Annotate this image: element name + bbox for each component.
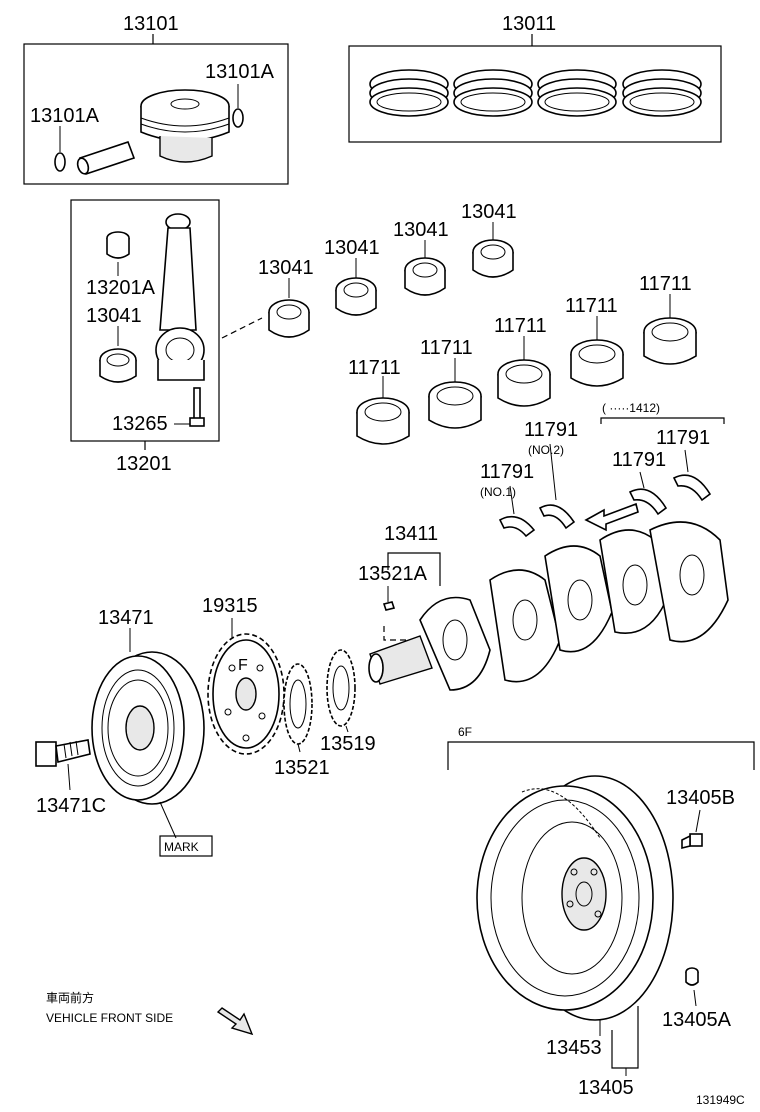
label-11711-c: 11711 — [494, 315, 547, 337]
label-11711-b: 11711 — [420, 337, 473, 359]
timing-gear[interactable] — [207, 618, 285, 755]
label-13471: 13471 — [98, 607, 154, 629]
label-13101a-left: 13101A — [30, 105, 100, 127]
crankshaft-pulley[interactable] — [91, 628, 205, 839]
rod-bushing[interactable] — [106, 231, 130, 259]
label-no2: (NO.2) — [528, 443, 564, 457]
thrust-washer-no1[interactable] — [498, 515, 536, 538]
label-13521a: 13521A — [358, 563, 428, 585]
label-13041-d: 13041 — [461, 201, 517, 223]
connecting-rod[interactable] — [155, 213, 205, 381]
ring-stack-1[interactable] — [369, 69, 449, 117]
label-11791-b: 11791 — [480, 461, 534, 483]
label-11711-d: 11711 — [565, 295, 618, 317]
piston-pin[interactable] — [76, 140, 136, 176]
label-11711-a: 11711 — [348, 357, 401, 379]
thrust-washer-c[interactable] — [628, 488, 668, 516]
label-13471c: 13471C — [36, 795, 106, 817]
label-13201a: 13201A — [86, 277, 156, 299]
piston[interactable] — [140, 89, 230, 163]
dowel-pin[interactable] — [685, 967, 699, 986]
bearing-13041-c[interactable] — [404, 257, 446, 296]
label-13201: 13201 — [116, 453, 172, 475]
label-13041-a: 13041 — [258, 257, 314, 279]
rod-bearing-left[interactable] — [99, 348, 137, 383]
label-13405b: 13405B — [666, 787, 735, 809]
thrust-washer-d[interactable] — [672, 474, 712, 502]
flywheel-bolt[interactable] — [681, 833, 703, 850]
ring-stack-2[interactable] — [453, 69, 533, 117]
label-19315: 19315 — [202, 595, 258, 617]
label-13265: 13265 — [112, 413, 168, 435]
flywheel[interactable] — [476, 775, 674, 1021]
bearing-13041-a[interactable] — [268, 299, 310, 338]
label-11791-c: 11791 — [612, 449, 666, 471]
ring-stack-4[interactable] — [622, 69, 702, 117]
mark-callout — [159, 835, 213, 857]
main-bearing-c[interactable] — [497, 359, 551, 407]
label-6f: 6F — [458, 725, 472, 739]
label-11791-a: 11791 — [524, 419, 578, 441]
label-gear-f: F — [238, 657, 248, 674]
piston-ring-frame — [348, 45, 722, 143]
main-bearings — [356, 294, 697, 445]
label-13041-c: 13041 — [393, 219, 449, 241]
label-13405: 13405 — [578, 1077, 634, 1099]
piston-ring-set — [348, 34, 722, 143]
rod-bolt[interactable] — [189, 387, 205, 427]
main-bearing-b[interactable] — [428, 381, 482, 429]
thrust-washer-no2[interactable] — [538, 504, 576, 530]
main-bearing-a[interactable] — [356, 397, 410, 445]
bearing-13041-d[interactable] — [472, 239, 514, 278]
label-13101a-top: 13101A — [205, 61, 275, 83]
label-13405a: 13405A — [662, 1009, 732, 1031]
upper-bearings — [268, 222, 514, 338]
flywheel-group — [447, 741, 755, 1076]
label-ref-1412: ( ·····1412) — [602, 401, 660, 415]
label-11791-d: 11791 — [656, 427, 710, 449]
piston-group-frame — [23, 43, 289, 185]
label-mark: MARK — [164, 840, 199, 854]
label-13041-b: 13041 — [324, 237, 380, 259]
crankshaft[interactable] — [368, 521, 729, 691]
ring-stack-3[interactable] — [537, 69, 617, 117]
main-bearing-e[interactable] — [643, 317, 697, 365]
label-13011: 13011 — [502, 13, 556, 35]
label-13041-left: 13041 — [86, 305, 142, 327]
label-13521: 13521 — [274, 757, 330, 779]
label-13101: 13101 — [123, 13, 179, 35]
direction-arrow — [584, 502, 639, 532]
thrust-washers — [498, 417, 725, 538]
snap-ring-left[interactable] — [54, 152, 66, 172]
sprocket-13519[interactable] — [326, 649, 356, 733]
label-11711-e: 11711 — [639, 273, 692, 295]
label-13453: 13453 — [546, 1037, 602, 1059]
main-bearing-d[interactable] — [570, 339, 624, 387]
pulley-bolt[interactable] — [35, 739, 91, 791]
label-drawing-id: 131949C — [696, 1093, 745, 1107]
label-13411: 13411 — [384, 523, 438, 545]
label-front-jp: 車両前方 — [46, 990, 94, 1005]
label-front-en: VEHICLE FRONT SIDE — [46, 1011, 173, 1025]
piston-group — [23, 34, 289, 185]
connecting-rod-group — [70, 199, 220, 450]
front-arrow-icon — [216, 1007, 254, 1036]
snap-ring-right[interactable] — [232, 108, 244, 128]
bearing-13041-b[interactable] — [335, 277, 377, 316]
label-no1: (NO.1) — [480, 485, 516, 499]
sprocket-13521[interactable] — [283, 663, 313, 753]
label-13519: 13519 — [320, 733, 376, 755]
